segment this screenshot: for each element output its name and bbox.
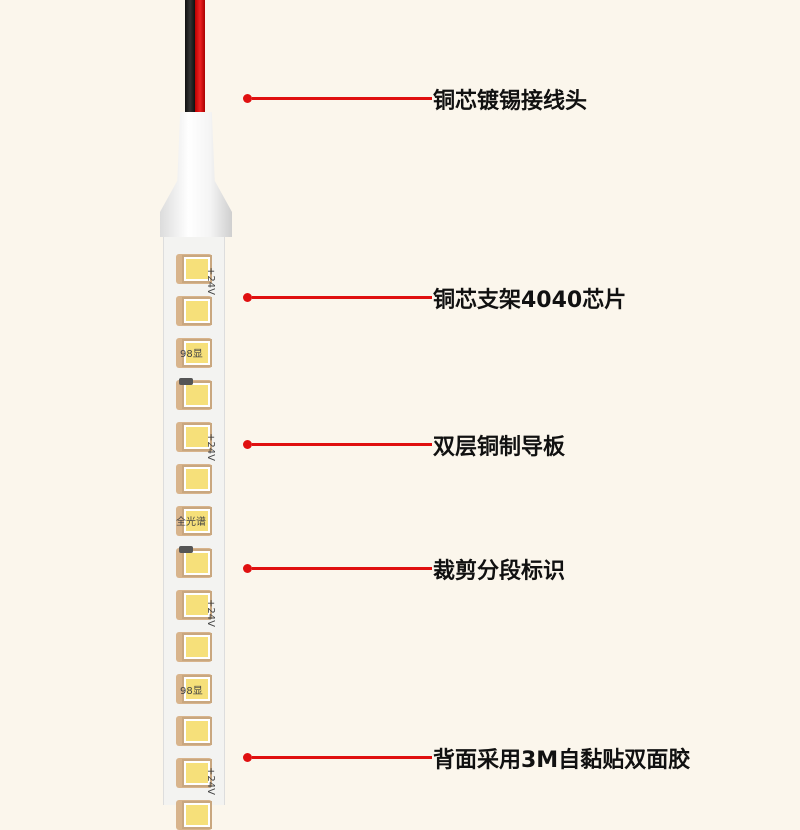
led-chip xyxy=(184,257,210,281)
strip-label-voltage: +24V xyxy=(205,599,216,627)
callout-adhesive: 背面采用3M自黏贴双面胶 xyxy=(433,748,691,773)
callout-pointer xyxy=(243,440,432,449)
resistor xyxy=(179,378,193,385)
strip-label-spectrum: 全光谱 xyxy=(176,517,206,528)
black-wire xyxy=(185,0,195,120)
strip-label-voltage: +24V xyxy=(205,267,216,295)
led-chip xyxy=(184,341,210,365)
led-chip xyxy=(184,677,210,701)
callout-pcb: 双层铜制导板 xyxy=(433,435,566,460)
wire-connector xyxy=(160,112,232,237)
led-chip xyxy=(184,761,210,785)
led-chip xyxy=(184,551,210,575)
strip-label-voltage: +24V xyxy=(205,767,216,795)
callout-cut-mark: 裁剪分段标识 xyxy=(433,559,566,584)
callout-pointer xyxy=(243,564,432,573)
callout-pointer xyxy=(243,753,432,762)
led-chip xyxy=(184,719,210,743)
led-chip xyxy=(184,383,210,407)
strip-label-voltage: +24V xyxy=(205,433,216,461)
led-chip xyxy=(184,299,210,323)
led-strip: +24V 98显 +24V 全光谱 +24V 98显 +24V xyxy=(163,210,225,830)
led-chip xyxy=(184,425,210,449)
strip-label-model: 98显 xyxy=(180,349,203,360)
callout-pointer xyxy=(243,94,432,103)
led-chip xyxy=(184,509,210,533)
callout-chip: 铜芯支架4040芯片 xyxy=(433,288,627,313)
led-chip xyxy=(184,593,210,617)
callout-connector: 铜芯镀锡接线头 xyxy=(433,89,588,114)
resistor xyxy=(179,546,193,553)
led-chip xyxy=(184,803,210,827)
callout-pointer xyxy=(243,293,432,302)
strip-label-model: 98显 xyxy=(180,686,203,697)
led-chip xyxy=(184,467,210,491)
red-wire xyxy=(195,0,205,120)
led-chip xyxy=(184,635,210,659)
